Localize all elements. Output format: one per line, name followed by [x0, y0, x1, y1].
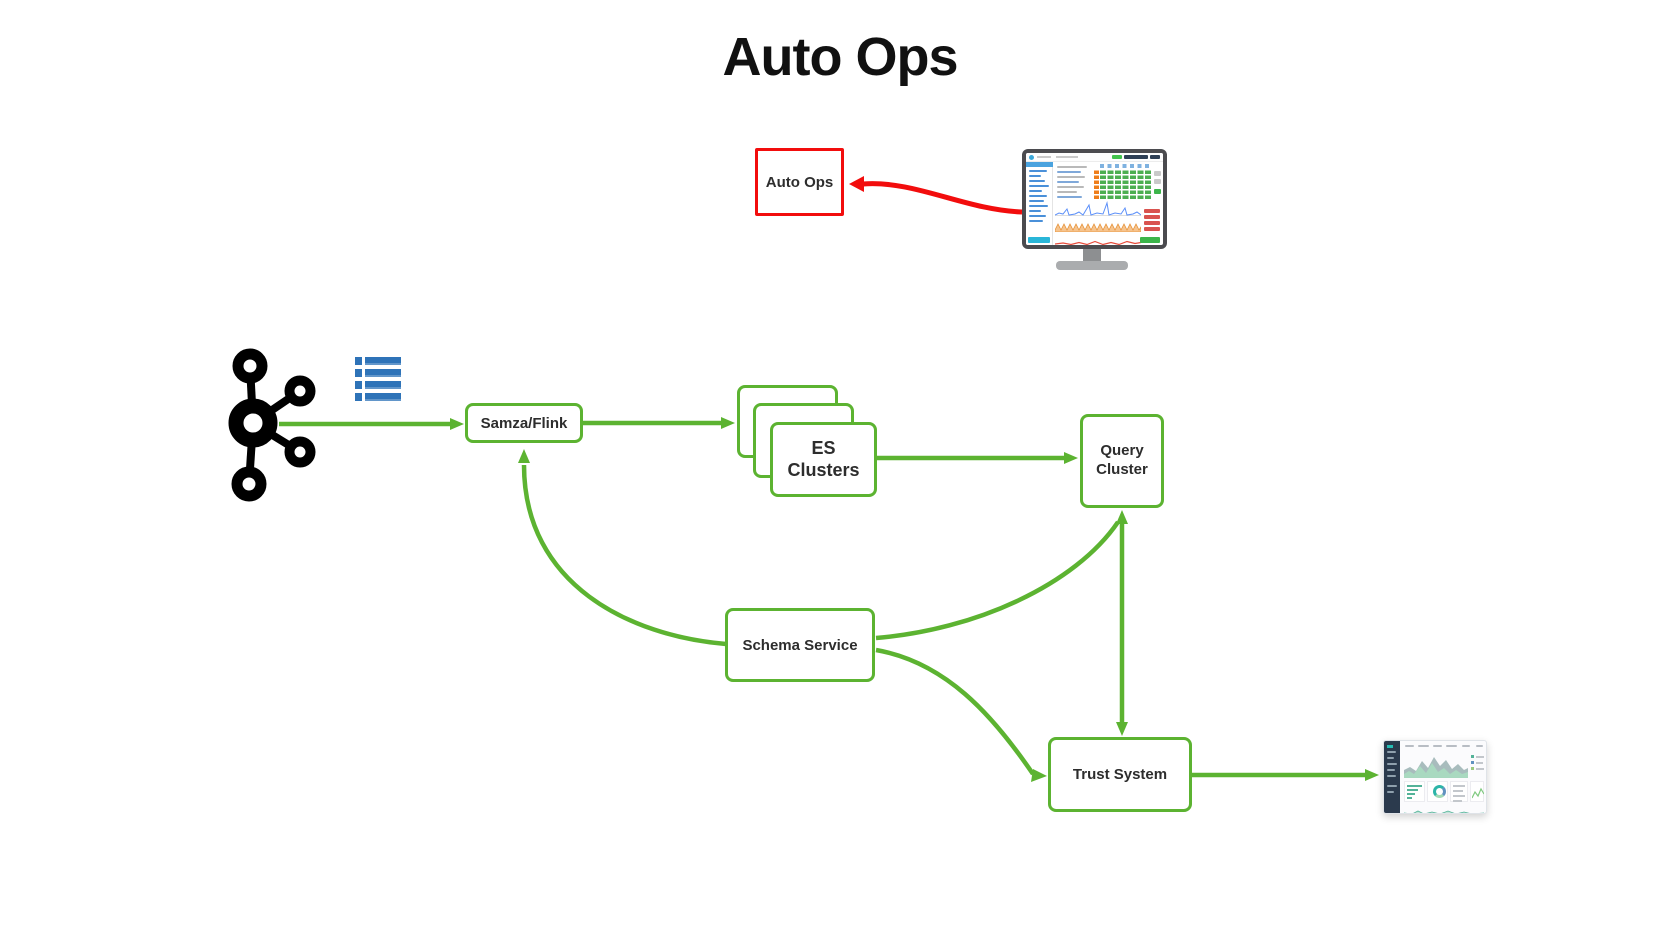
- node-query-cluster: Query Cluster: [1080, 414, 1164, 508]
- donut-chart: [1433, 785, 1446, 798]
- edge-query-trust-bidirectional: [1116, 510, 1128, 736]
- edge-schema-to-query: [875, 520, 1120, 641]
- ops-line-chart: [1054, 200, 1142, 217]
- ops-grid-alert-column: [1094, 169, 1099, 199]
- ops-status-grid: [1100, 169, 1152, 199]
- node-auto-ops: Auto Ops: [755, 148, 844, 216]
- analytics-donut-panel: [1427, 781, 1448, 802]
- edge-kafka-to-samza: [279, 418, 464, 430]
- edge-monitor-to-autoops: [849, 176, 1023, 215]
- ops-red-line-chart: [1054, 233, 1142, 245]
- edge-schema-to-samza: [518, 449, 727, 647]
- analytics-sidebar: [1384, 741, 1400, 813]
- legend-swatch: [1471, 755, 1474, 758]
- analytics-table-panel: [1450, 781, 1468, 802]
- list-icon-row: [355, 381, 401, 389]
- ops-dashboard-monitor: [1022, 149, 1167, 249]
- list-icon-row: [355, 393, 401, 401]
- kafka-icon: [228, 348, 316, 502]
- legend-swatch: [1471, 767, 1474, 770]
- ops-action-chip: [1144, 227, 1160, 231]
- ops-grid-header: [1100, 164, 1152, 168]
- list-icon-row: [355, 369, 401, 377]
- analytics-bar-panel: [1404, 781, 1425, 802]
- edge-schema-to-trust: [875, 647, 1047, 782]
- node-auto-ops-label: Auto Ops: [765, 173, 834, 191]
- ops-action-chip: [1144, 209, 1160, 213]
- edge-samza-to-es: [583, 417, 735, 429]
- ops-dashboard-sidebar-button: [1028, 237, 1050, 243]
- node-query-cluster-label: Query Cluster: [1096, 442, 1148, 478]
- analytics-dashboard-thumbnail: [1383, 740, 1487, 814]
- node-es-clusters: ES Clusters: [770, 422, 877, 497]
- node-trust-system: Trust System: [1048, 737, 1192, 812]
- ops-dashboard-topbar: [1026, 153, 1163, 162]
- node-trust-system-label: Trust System: [1072, 766, 1168, 783]
- edge-trust-to-dashboard: [1192, 769, 1379, 781]
- ops-green-button: [1140, 237, 1160, 243]
- edge-es-to-query: [877, 452, 1078, 464]
- legend-swatch: [1471, 761, 1474, 764]
- ops-area-chart: [1054, 219, 1142, 233]
- monitor-stand-neck: [1083, 249, 1101, 262]
- ops-dashboard-sidebar: [1026, 162, 1053, 245]
- list-icon: [355, 357, 401, 401]
- node-samza-flink-label: Samza/Flink: [480, 414, 568, 432]
- analytics-area-chart: [1404, 752, 1468, 779]
- node-samza-flink: Samza/Flink: [465, 403, 583, 443]
- page-title: Auto Ops: [722, 27, 959, 87]
- analytics-bottom-strip: [1403, 804, 1485, 813]
- node-schema-service: Schema Service: [725, 608, 875, 682]
- ops-dashboard-logo: [1029, 155, 1034, 160]
- analytics-sparkline-panel: [1470, 781, 1485, 802]
- monitor-stand-base: [1056, 261, 1128, 270]
- list-icon-row: [355, 357, 401, 365]
- ops-action-chip: [1144, 221, 1160, 225]
- ops-dashboard-screen: [1026, 153, 1163, 245]
- ops-action-chip: [1144, 215, 1160, 219]
- node-schema-service-label: Schema Service: [742, 636, 858, 654]
- node-es-clusters-label: ES Clusters: [787, 437, 860, 480]
